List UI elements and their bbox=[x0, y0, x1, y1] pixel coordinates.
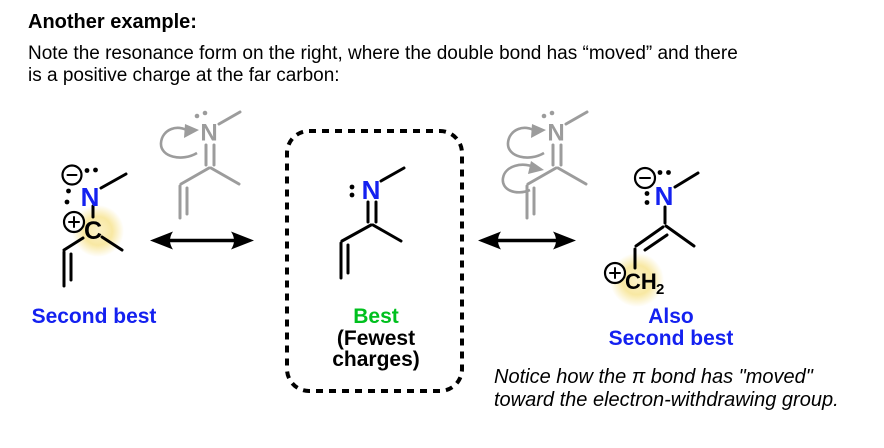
notice-text: Notice how the π bond has "moved" toward… bbox=[494, 366, 839, 412]
n-methyl-bond bbox=[99, 172, 128, 190]
ch2-label: CH bbox=[625, 269, 657, 294]
lone-pair-dot bbox=[194, 113, 200, 119]
description-line-2: is a positive charge at the far carbon: bbox=[28, 65, 340, 86]
nitrogen-label: N bbox=[655, 181, 674, 211]
notice-line-1: Notice how the π bond has "moved" bbox=[494, 366, 813, 388]
fewest-charges-line-1: (Fewest bbox=[336, 326, 416, 350]
description-line-1: Note the resonance form on the right, wh… bbox=[28, 43, 738, 64]
arrow-head-left bbox=[150, 231, 173, 250]
n-methyl-bond bbox=[379, 166, 406, 183]
arrow-head-left bbox=[478, 231, 501, 250]
lone-pair-dot bbox=[202, 110, 208, 116]
minus-charge-icon bbox=[633, 166, 657, 190]
best-label: Best bbox=[353, 305, 399, 328]
lone-pair-dot bbox=[666, 170, 671, 175]
plus-charge-icon bbox=[603, 261, 627, 285]
best-structure-box bbox=[285, 129, 464, 393]
lone-pair-dot bbox=[644, 200, 650, 205]
resonance-arrow-right bbox=[478, 231, 576, 250]
left-structure-caption: Second best bbox=[31, 305, 157, 328]
curved-arrow-head bbox=[528, 161, 544, 174]
lone-pair-dot bbox=[84, 168, 90, 173]
arrow-head-right bbox=[553, 231, 576, 250]
c-c-double-bond bbox=[643, 233, 669, 252]
nitrogen-label: N bbox=[200, 120, 217, 147]
curved-electron-arrow bbox=[506, 126, 545, 159]
c-methyl-bond bbox=[209, 166, 241, 186]
left-structure: N C bbox=[61, 164, 128, 288]
ch2-subscript: 2 bbox=[656, 281, 664, 298]
lone-pair-dot bbox=[64, 199, 70, 205]
nitrogen-label: N bbox=[547, 120, 564, 147]
carbon-label: C bbox=[84, 217, 102, 245]
middle-structure: N bbox=[339, 166, 406, 280]
resonance-arrow-left bbox=[150, 231, 254, 250]
c-vinyl-bond bbox=[62, 236, 85, 252]
c-methyl-bond bbox=[664, 224, 696, 248]
lone-pair-dot bbox=[657, 170, 663, 175]
curved-arrow-head bbox=[531, 124, 546, 138]
c-methyl-bond bbox=[100, 235, 124, 252]
lone-pair-dot bbox=[349, 184, 355, 190]
figure-title: Another example: bbox=[28, 11, 197, 33]
c-methyl-bond bbox=[556, 166, 588, 186]
plus-charge-icon bbox=[62, 210, 86, 234]
right-structure-caption: Also Second best bbox=[609, 306, 796, 349]
lone-pair-dot bbox=[549, 110, 555, 116]
ghost-structure-right: N bbox=[501, 110, 589, 220]
c-vinyl-bond bbox=[526, 166, 558, 186]
right-structure: N CH 2 bbox=[603, 166, 700, 307]
c-methyl-bond bbox=[371, 223, 403, 243]
c-vinyl-bond bbox=[179, 166, 211, 186]
notice-line-2: toward the electron-withdrawing group. bbox=[494, 389, 839, 411]
curved-arrow-head bbox=[184, 124, 199, 138]
curved-electron-arrow bbox=[501, 163, 537, 194]
lone-pair-dot bbox=[349, 192, 355, 198]
ghost-structure-left: N bbox=[159, 110, 242, 220]
middle-structure-caption: Best (Fewest charges) bbox=[332, 306, 464, 371]
nitrogen-label: N bbox=[362, 175, 381, 205]
also-second-best-label: Second best bbox=[608, 326, 734, 350]
lone-pair-dot bbox=[541, 113, 547, 119]
curved-electron-arrow bbox=[159, 126, 198, 159]
lone-pair-dot bbox=[644, 191, 650, 196]
n-methyl-bond bbox=[673, 171, 700, 189]
c-c-double-bond bbox=[634, 225, 665, 248]
arrow-head-right bbox=[231, 231, 254, 250]
lone-pair-dot bbox=[93, 167, 98, 173]
also-label: Also bbox=[648, 305, 694, 328]
c-vinyl-bond bbox=[340, 223, 373, 243]
nitrogen-label: N bbox=[81, 182, 100, 212]
fewest-charges-line-2: charges) bbox=[332, 348, 420, 371]
n-methyl-bond bbox=[564, 110, 589, 126]
n-methyl-bond bbox=[217, 110, 242, 126]
lone-pair-dot bbox=[66, 188, 71, 194]
minus-charge-icon bbox=[61, 164, 83, 186]
